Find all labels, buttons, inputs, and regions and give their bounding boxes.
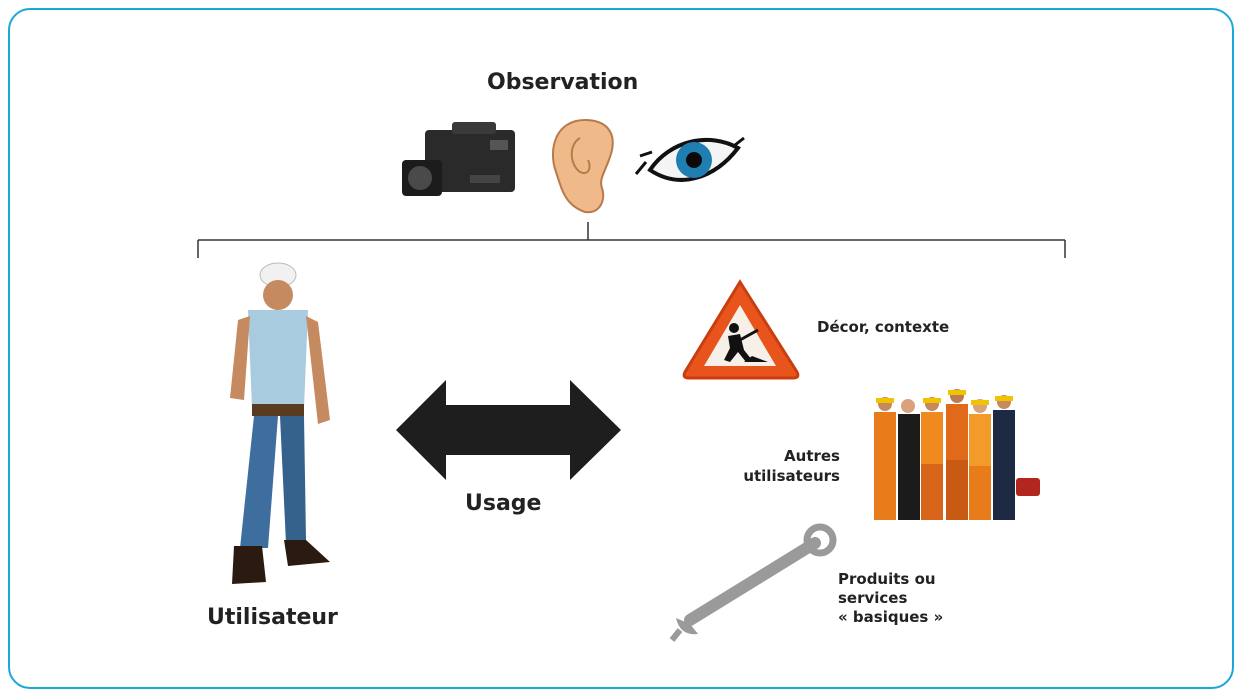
observation-title: Observation [487,70,639,95]
worker-figure-icon [230,262,330,584]
wrench-icon [669,523,837,642]
double-arrow-icon [396,380,621,480]
worker-6 [993,395,1015,520]
worker-2 [898,399,920,520]
video-camera-icon [402,122,515,196]
worker-4 [946,389,968,520]
worker-5 [969,399,991,520]
workers-group-icon [874,389,1040,520]
road-work-sign-icon [682,279,800,380]
toolbox [1016,478,1040,496]
worker-1 [874,397,896,520]
utilisateur-label: Utilisateur [207,605,338,630]
bracket-connector [197,222,1066,258]
autres-utilisateurs-label: Autres utilisateurs [743,447,840,485]
diagram-frame [8,8,1234,689]
worker-3 [921,397,943,520]
eye-icon [634,136,745,182]
ear-icon [552,118,614,214]
usage-label: Usage [465,491,542,516]
decor-contexte-label: Décor, contexte [817,318,950,336]
produits-services-label: Produits ou services « basiques » [838,570,944,626]
